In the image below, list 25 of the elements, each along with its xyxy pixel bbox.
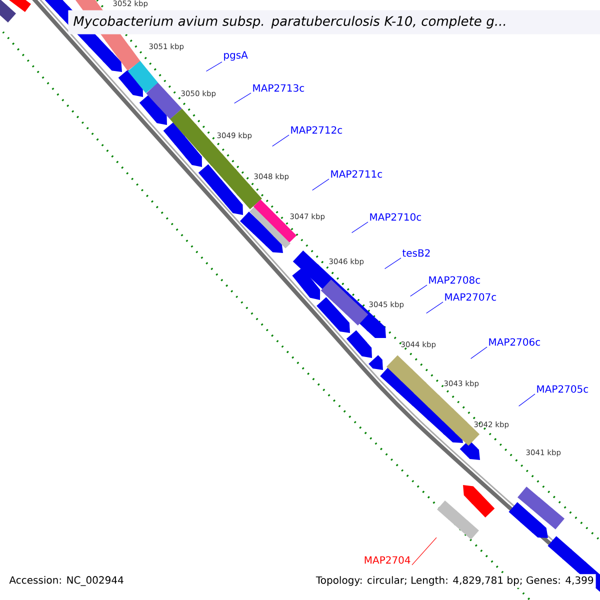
gene-label: MAP2704	[364, 556, 410, 564]
leader-line	[384, 258, 402, 270]
gene-label: MAP2710c	[370, 213, 422, 221]
gene-label: tesB2	[402, 249, 430, 257]
accession-text: Accession: NC_002944	[9, 576, 124, 586]
leader-line	[518, 394, 536, 406]
leader-line	[234, 92, 252, 104]
leader-line	[410, 284, 428, 296]
gene-label: MAP2707c	[445, 293, 496, 301]
leader-line	[206, 62, 222, 72]
gene-label: MAP2706c	[489, 338, 540, 346]
leader-line	[312, 178, 330, 190]
leader-line	[352, 222, 368, 234]
gene-label: MAP2708c	[429, 276, 480, 284]
gene-label: MAP2712c	[291, 126, 342, 134]
gene-label: MAP2705c	[537, 385, 588, 393]
title: Mycobacterium avium subsp. paratuberculosis K-10, complete g...	[68, 10, 600, 34]
gene-label: MAP2713c	[253, 84, 304, 92]
summary-text: Topology: circular; Length: 4,829,781 bp; Genes: 4,399	[314, 574, 596, 588]
leader-line	[272, 134, 290, 146]
leader-line	[426, 302, 444, 314]
leader-line	[412, 537, 437, 566]
gene-label: pgsA	[224, 51, 248, 61]
gene-label: MAP2711c	[331, 170, 382, 178]
leader-line	[470, 346, 488, 359]
